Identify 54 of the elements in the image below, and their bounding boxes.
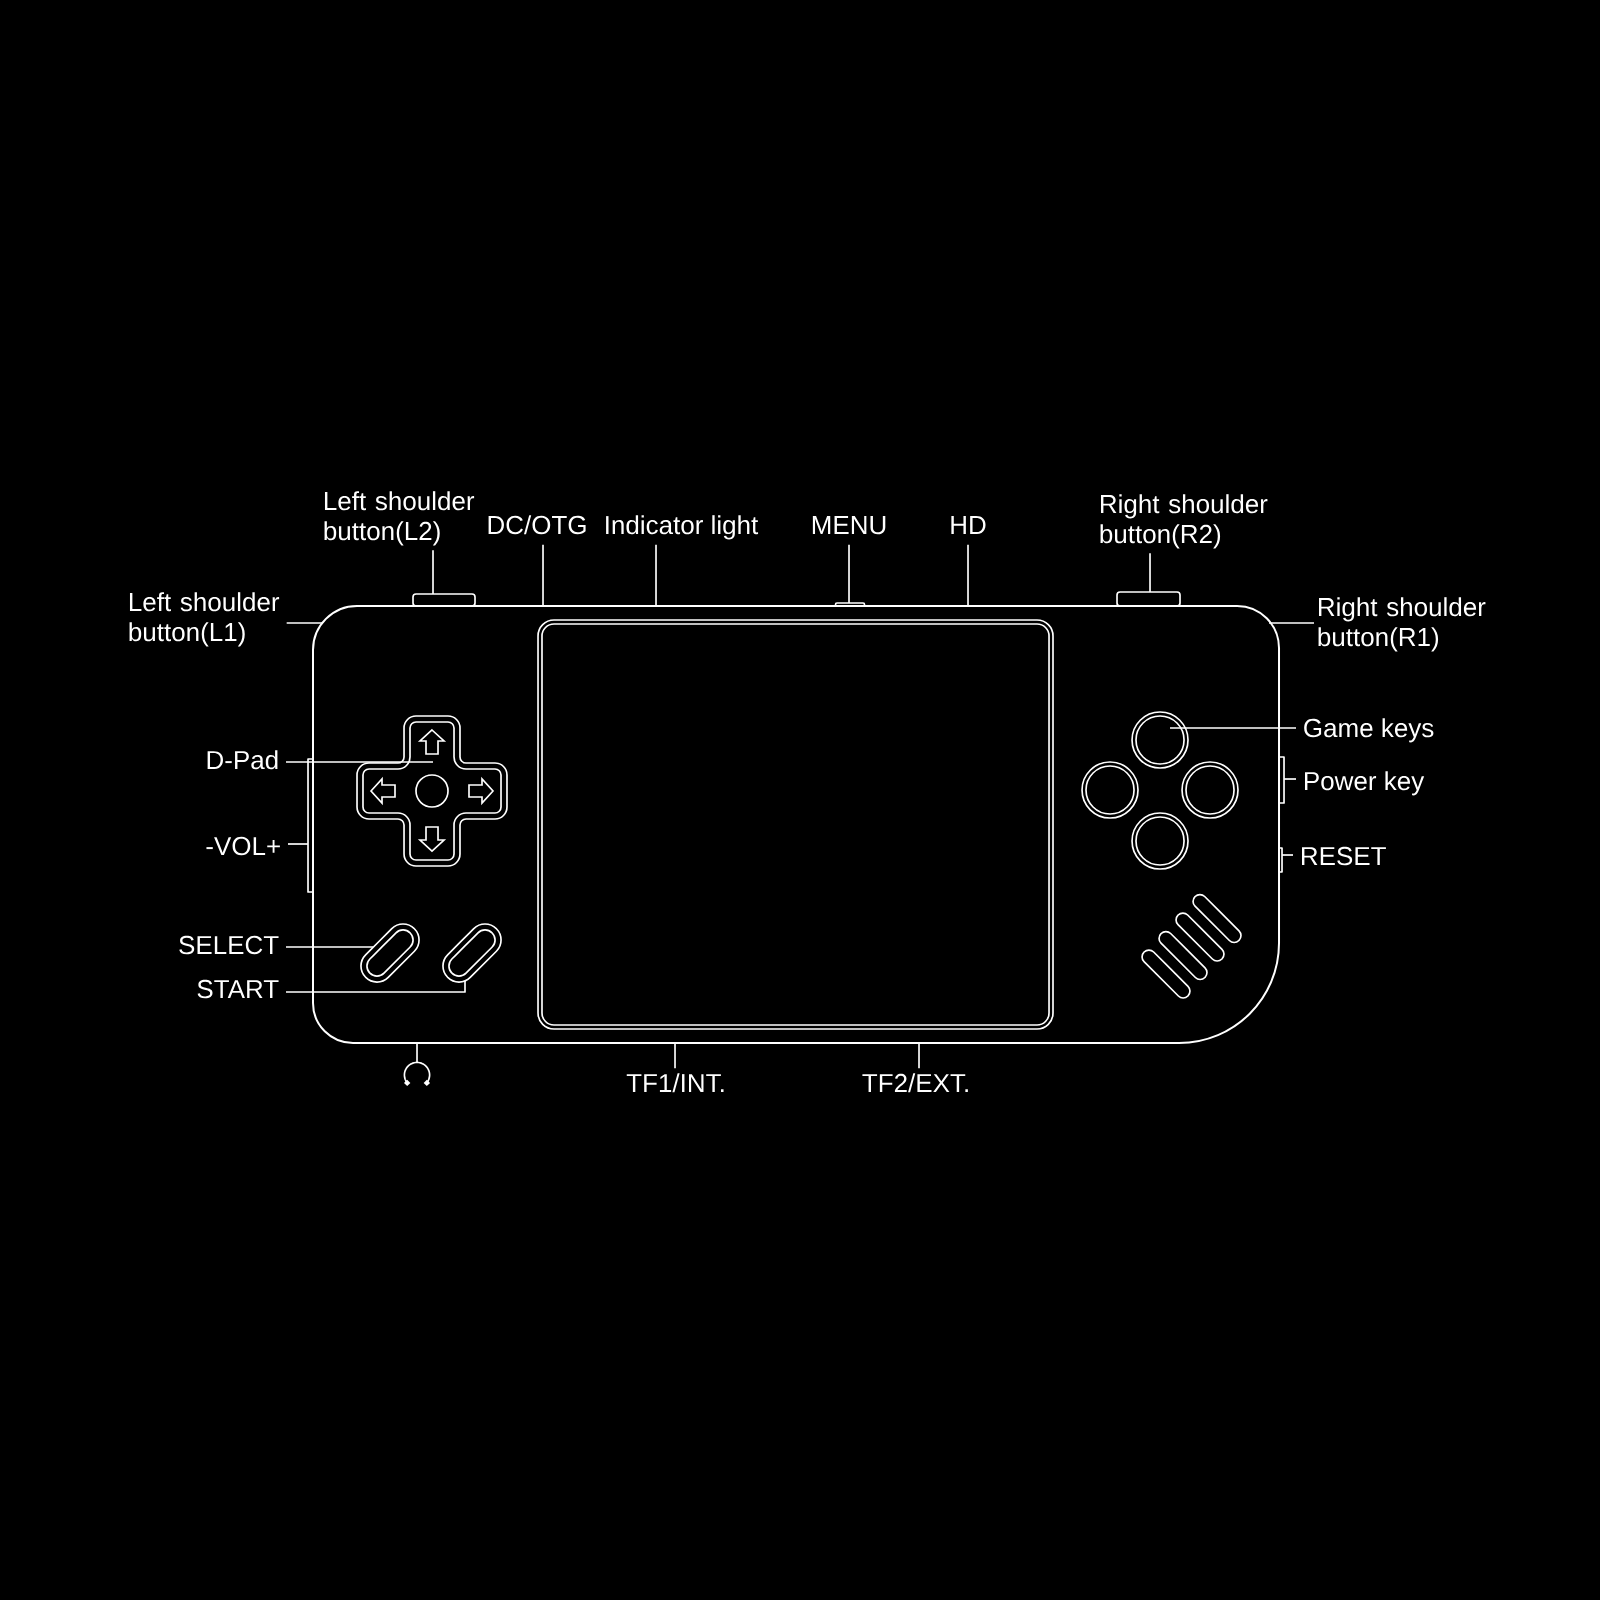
leader-line bbox=[416, 1042, 418, 1064]
callout-label: DC/OTG bbox=[488, 515, 586, 535]
callout-label: Indicator light bbox=[606, 515, 759, 540]
leader-line bbox=[1169, 727, 1297, 729]
side-key bbox=[1278, 847, 1283, 873]
leader-line bbox=[1281, 854, 1294, 856]
leader-line bbox=[674, 1042, 676, 1070]
round-button bbox=[1131, 711, 1189, 769]
pill-button bbox=[360, 923, 420, 983]
callout-label: Power key bbox=[1305, 771, 1425, 796]
callout-label: TF1/INT. bbox=[626, 1073, 724, 1093]
leader-line bbox=[1149, 552, 1151, 593]
leader-line bbox=[1268, 622, 1315, 624]
leader-line bbox=[542, 544, 544, 607]
side-key bbox=[1278, 756, 1285, 804]
headphone-icon bbox=[403, 1061, 431, 1087]
callout-label: -VOL+ bbox=[206, 836, 280, 856]
callout-label: HD bbox=[951, 516, 986, 534]
leader-line bbox=[1283, 778, 1297, 780]
speaker-slot bbox=[1141, 949, 1191, 999]
leader-line bbox=[918, 1042, 920, 1070]
callout-label: Left shoulder button(L2) bbox=[324, 491, 475, 546]
callout-label: SELECT bbox=[179, 935, 279, 955]
speaker-slot bbox=[1175, 912, 1225, 962]
leader-line bbox=[967, 544, 969, 607]
round-button bbox=[1081, 761, 1139, 819]
leader-line bbox=[285, 761, 434, 763]
callout-label: RESET bbox=[1302, 846, 1386, 866]
speaker-slot bbox=[1192, 893, 1242, 944]
callout-label: Right shoulder button(R1) bbox=[1318, 597, 1486, 652]
side-key bbox=[307, 758, 314, 893]
callout-label: D-Pad bbox=[207, 750, 278, 770]
leader-line bbox=[285, 980, 466, 993]
pill-button bbox=[442, 923, 502, 983]
callout-label: START bbox=[197, 979, 279, 999]
leader-line bbox=[432, 549, 434, 595]
callout-label: TF2/EXT. bbox=[862, 1073, 968, 1093]
shoulder-button bbox=[1116, 591, 1181, 607]
leader-line bbox=[848, 544, 850, 604]
speaker-slot bbox=[1158, 930, 1208, 981]
d-pad bbox=[356, 715, 508, 867]
leader-line bbox=[285, 622, 324, 624]
shoulder-button bbox=[412, 593, 476, 607]
leader-line bbox=[285, 946, 374, 948]
console-outline bbox=[312, 605, 1280, 1044]
round-button bbox=[1131, 812, 1189, 870]
leader-line bbox=[655, 544, 657, 607]
button bbox=[834, 602, 866, 607]
callout-label: Left shoulder button(L1) bbox=[129, 592, 280, 647]
round-button bbox=[1181, 761, 1239, 819]
callout-label: Right shoulder button(R2) bbox=[1100, 494, 1268, 549]
callout-label: MENU bbox=[812, 516, 886, 535]
leader-line bbox=[287, 843, 309, 845]
callout-label: Game keys bbox=[1304, 718, 1434, 743]
